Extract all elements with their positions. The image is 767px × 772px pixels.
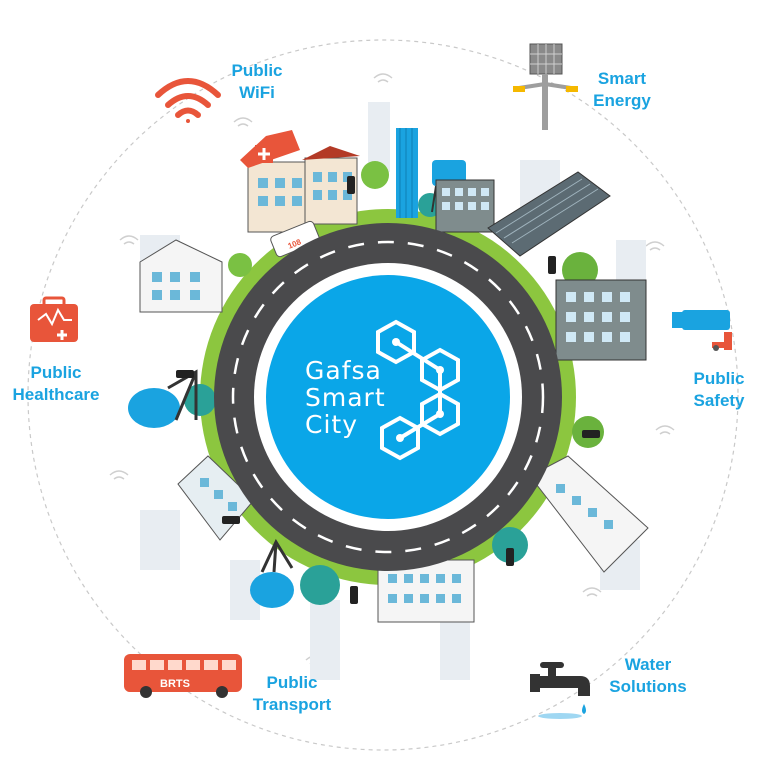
label-wifi-line2: WiFi [222, 82, 292, 104]
building-blue-tower [396, 128, 418, 218]
label-smart-energy: Smart Energy [582, 68, 662, 112]
wifi-icon [158, 81, 218, 123]
label-energy-line2: Energy [582, 90, 662, 112]
label-public-healthcare: Public Healthcare [2, 362, 110, 406]
building-hospital [240, 130, 310, 232]
label-healthcare-line1: Public [2, 362, 110, 384]
medical-kit-icon [30, 298, 78, 342]
center-title-line3: City [305, 411, 425, 438]
center-title-line2: Smart [305, 384, 425, 411]
label-safety-line1: Public [684, 368, 754, 390]
water-tap-icon [530, 662, 590, 719]
label-water-line1: Water [600, 654, 696, 676]
label-public-safety: Public Safety [684, 368, 754, 412]
building-right-grey [556, 280, 646, 360]
building-left-water-tower [128, 372, 196, 428]
label-transport-line1: Public [240, 672, 344, 694]
bus-icon: BRTS [124, 654, 242, 698]
solar-street-light-icon [513, 44, 578, 130]
label-transport-line2: Transport [240, 694, 344, 716]
building-grey-block [436, 180, 494, 232]
label-wifi-line1: Public [222, 60, 292, 82]
center-title-line1: Gafsa [305, 357, 425, 384]
label-water-solutions: Water Solutions [600, 654, 696, 698]
security-camera-icon [672, 310, 732, 351]
label-healthcare-line2: Healthcare [2, 384, 110, 406]
label-energy-line1: Smart [582, 68, 662, 90]
label-public-transport: Public Transport [240, 672, 344, 716]
label-public-wifi: Public WiFi [222, 60, 292, 104]
label-safety-line2: Safety [684, 390, 754, 412]
center-title: Gafsa Smart City [305, 357, 425, 438]
label-water-line2: Solutions [600, 676, 696, 698]
bus-sign: BRTS [160, 678, 190, 690]
